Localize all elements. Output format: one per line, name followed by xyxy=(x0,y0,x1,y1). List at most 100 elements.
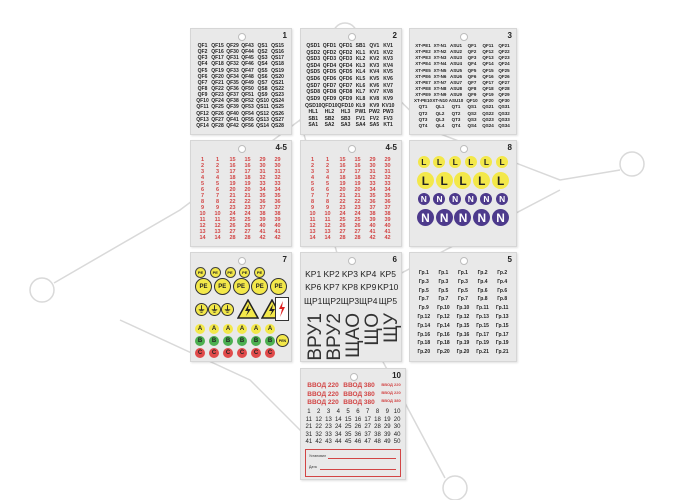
label-cell: KV2 xyxy=(369,56,380,63)
label-cell: 36 xyxy=(259,199,266,205)
number-cell: 29 xyxy=(383,424,391,431)
label-cell: 42 xyxy=(274,235,281,241)
label-cell: Гр.12 xyxy=(437,313,450,320)
label-cell: QF13 xyxy=(482,55,494,61)
label-cell: 42 xyxy=(369,235,376,241)
label-cell: QL3 xyxy=(435,116,445,122)
label-cell: QF39 xyxy=(226,104,239,111)
label-cell: Гр.3 xyxy=(438,278,449,285)
label-cell: Гр.4 xyxy=(477,278,488,285)
label-cell: ЩР3 xyxy=(340,295,360,306)
label-cell: QS22 xyxy=(482,110,494,116)
label-cell: 10 xyxy=(309,211,316,217)
phase-circle: L xyxy=(496,156,509,168)
vvod-label: ВВОД 380 xyxy=(343,390,375,398)
label-cell: QF37 xyxy=(226,92,239,99)
label-cell: 31 xyxy=(384,169,391,175)
neutral-circle: N xyxy=(433,193,446,205)
label-cell: 19 xyxy=(339,181,346,187)
label-cell: QF24 xyxy=(211,98,224,105)
label-cell: KP8 xyxy=(341,282,358,293)
label-cell: Гр.17 xyxy=(476,331,489,338)
label-cell: QF47 xyxy=(241,67,254,74)
label-cell: 3 xyxy=(200,169,205,175)
label-cell: 8 xyxy=(215,199,220,205)
neutral-circle: N xyxy=(435,209,453,226)
label-cell: 19 xyxy=(354,181,361,187)
label-cell: 13 xyxy=(309,229,316,235)
label-cell: QF49 xyxy=(241,79,254,86)
label-cell: QFD7 xyxy=(338,82,353,89)
number-cell: 36 xyxy=(354,431,362,438)
label-cell: QF32 xyxy=(226,61,239,68)
label-cell: Гр.16 xyxy=(456,331,470,338)
sheet-number: 7 xyxy=(282,255,287,264)
phase-circle: L xyxy=(492,172,510,189)
label-cell: 18 xyxy=(339,175,346,181)
label-cell: 11 xyxy=(214,217,221,223)
label-cell: KV6 xyxy=(383,76,393,83)
label-cell: 28 xyxy=(229,235,236,241)
label-cell: 36 xyxy=(369,199,376,205)
number-cell: 14 xyxy=(334,416,342,423)
label-cell: 38 xyxy=(384,211,391,217)
label-cell: 9 xyxy=(200,205,205,211)
label-cell: QF20 xyxy=(211,73,224,80)
label-cell: QF33 xyxy=(226,67,239,74)
label-cell: 28 xyxy=(244,235,251,241)
number-cell: 28 xyxy=(374,424,381,431)
label-cell: QF1 xyxy=(197,43,208,49)
label-cell: Гр.13 xyxy=(476,313,489,320)
label-cell: QS24 xyxy=(482,122,494,128)
label-cell: QV1 xyxy=(369,43,380,49)
label-cell: 11 xyxy=(309,217,316,223)
label-cell: 3 xyxy=(325,169,330,175)
label-cell: KV4 xyxy=(383,62,393,69)
label-cell: 35 xyxy=(369,193,376,199)
label-cell: QF52 xyxy=(241,98,254,105)
label-cell: SB1 xyxy=(308,115,319,122)
label-cell: 12 xyxy=(199,223,206,229)
neutral-circle: N xyxy=(492,209,510,226)
label-cell: 7 xyxy=(325,193,330,199)
label-cell: ASU5 xyxy=(449,67,462,73)
label-cell: XT-PE9 xyxy=(415,92,431,98)
label-cell: QF19 xyxy=(211,67,224,74)
label-cell: 24 xyxy=(229,211,236,217)
label-cell: ASU10 xyxy=(448,98,464,104)
label-cell: HL3 xyxy=(340,109,351,116)
label-cell: 10 xyxy=(214,211,221,217)
label-cell: HL1 xyxy=(308,109,318,116)
label-cell: QS5 xyxy=(257,67,268,74)
label-cell: QF17 xyxy=(211,55,224,62)
label-cell: QF9 xyxy=(467,92,477,98)
label-cell: 9 xyxy=(215,205,220,211)
label-cell: QF14 xyxy=(196,122,209,129)
label-cell: Гр.15 xyxy=(495,322,509,329)
label-cell: Гр.5 xyxy=(438,287,449,294)
label-cell: 14 xyxy=(214,235,221,241)
label-cell: 6 xyxy=(215,187,220,193)
sheet-number: 4-5 xyxy=(385,143,397,152)
label-cell: KV8 xyxy=(369,95,380,102)
label-cell: QF22 xyxy=(498,49,510,55)
label-cell: Гр.14 xyxy=(437,322,450,329)
label-cell: ЩР2 xyxy=(322,295,341,306)
label-cell: QF15 xyxy=(482,67,494,73)
label-cell: QF36 xyxy=(226,85,239,92)
number-cell: 16 xyxy=(354,416,362,423)
label-cell: QFD1 xyxy=(322,43,337,49)
label-cell: QF28 xyxy=(498,85,510,91)
label-cell: QF13 xyxy=(196,116,209,123)
label-cell: Гр.3 xyxy=(458,278,468,285)
label-cell: 25 xyxy=(354,217,361,223)
label-cell: Гр.3 xyxy=(418,278,429,285)
phase-circle: L xyxy=(464,156,477,168)
